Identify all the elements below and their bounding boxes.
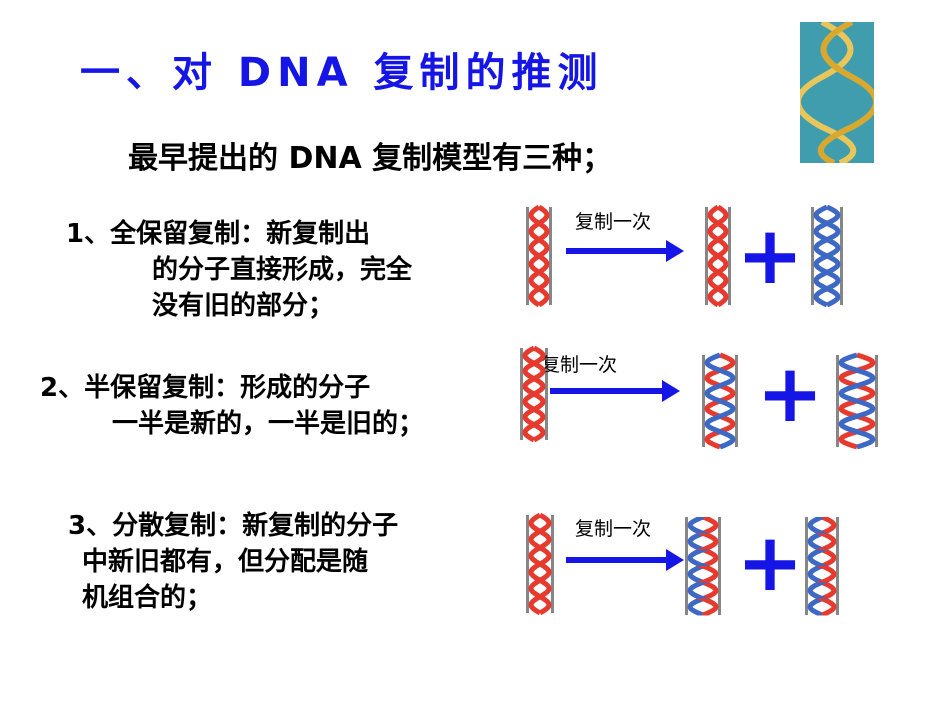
model-text-line: 没有旧的部分；	[152, 291, 335, 321]
daughter-dna-new	[811, 204, 843, 308]
model-text-line: 1、全保留复制：新复制出	[66, 219, 371, 249]
daughter-dna-hybrid	[702, 352, 738, 450]
model-text-line: 机组合的；	[82, 583, 213, 613]
parent-dna-molecule	[526, 204, 552, 308]
model-text-line: 的分子直接形成，完全	[152, 255, 413, 285]
daughter-dna-hybrid	[836, 352, 878, 450]
model-dispersive-text: 3、分散复制：新复制的分子 中新旧都有，但分配是随 机组合的；	[68, 508, 398, 616]
model-text-line: 3、分散复制：新复制的分子	[68, 511, 399, 541]
arrow-label: 复制一次	[575, 211, 652, 233]
daughter-dna-mixed	[805, 517, 839, 616]
parent-dna-molecule	[520, 345, 548, 443]
model-text-line: 一半是新的，一半是旧的；	[112, 409, 425, 439]
model-conservative-text: 1、全保留复制：新复制出 的分子直接形成，完全 没有旧的部分；	[66, 216, 412, 324]
arrow-label: 复制一次	[541, 354, 618, 376]
daughter-dna-mixed	[685, 517, 721, 616]
arrowhead	[662, 380, 680, 402]
model-text-line: 中新旧都有，但分配是随	[82, 547, 369, 577]
parent-dna-molecule	[526, 512, 554, 616]
dispersive-diagram: +	[526, 512, 839, 616]
daughter-dna-old	[705, 204, 731, 308]
slide-subtitle: 最早提出的 DNA 复制模型有三种；	[128, 141, 613, 176]
conservative-diagram: +	[526, 204, 843, 308]
arrow-label: 复制一次	[575, 518, 652, 540]
model-semiconservative-text: 2、半保留复制：形成的分子 一半是新的，一半是旧的；	[40, 370, 424, 442]
semiconservative-diagram: +	[520, 345, 878, 450]
slide-title: 一、对 DNA 复制的推测	[80, 50, 604, 96]
model-text-line: 2、半保留复制：形成的分子	[40, 373, 371, 403]
arrowhead	[666, 549, 684, 571]
plus-sign: +	[736, 209, 803, 302]
dna-double-helix-image	[795, 19, 879, 166]
arrowhead	[666, 240, 684, 262]
plus-sign: +	[736, 516, 803, 609]
plus-sign: +	[756, 347, 823, 440]
